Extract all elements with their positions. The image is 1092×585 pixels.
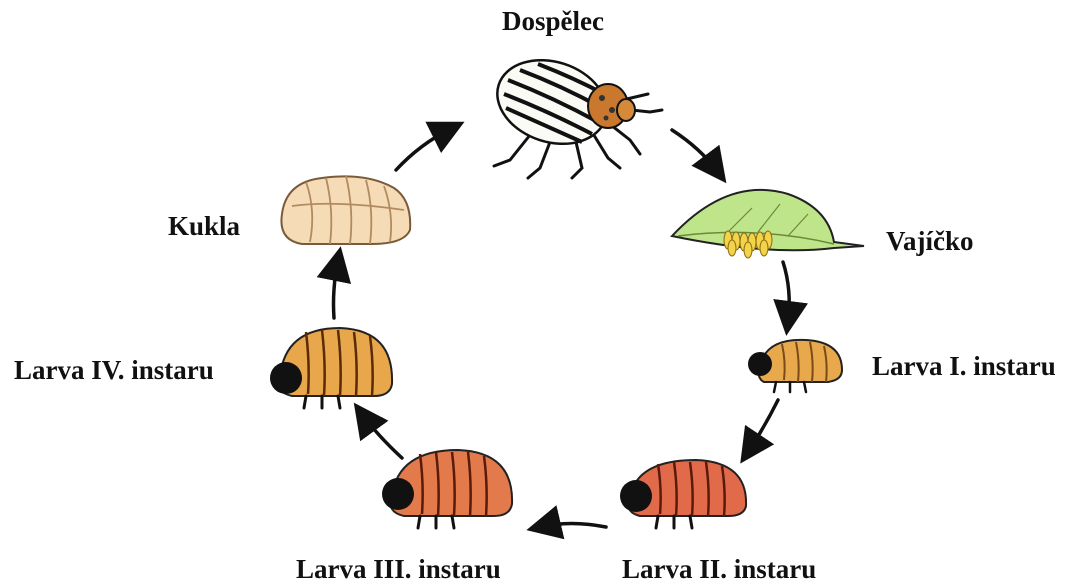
label-larva-1: Larva I. instaru (872, 353, 1056, 380)
arrow-egg-to-larva1 (783, 262, 789, 322)
arrow-larva4-to-pupa (334, 260, 339, 318)
egg-on-leaf-illustration (668, 186, 868, 266)
arrow-pupa-to-adult (396, 128, 452, 170)
larva-1-illustration (742, 334, 852, 394)
arrow-adult-to-egg (672, 130, 718, 172)
label-larva-4: Larva IV. instaru (14, 357, 214, 384)
larva-2-illustration (616, 454, 756, 534)
label-adult: Dospělec (502, 8, 604, 35)
label-egg: Vajíčko (886, 228, 974, 255)
adult-beetle-illustration (480, 50, 670, 180)
label-larva-3: Larva III. instaru (296, 556, 501, 583)
larva-4-illustration (268, 324, 398, 414)
pupa-illustration (276, 170, 416, 250)
larva-3-illustration (380, 444, 520, 534)
label-larva-2: Larva II. instaru (622, 556, 816, 583)
label-pupa: Kukla (168, 213, 240, 240)
arrow-larva2-to-larva3 (540, 524, 606, 528)
arrow-larva1-to-larva2 (748, 400, 778, 452)
